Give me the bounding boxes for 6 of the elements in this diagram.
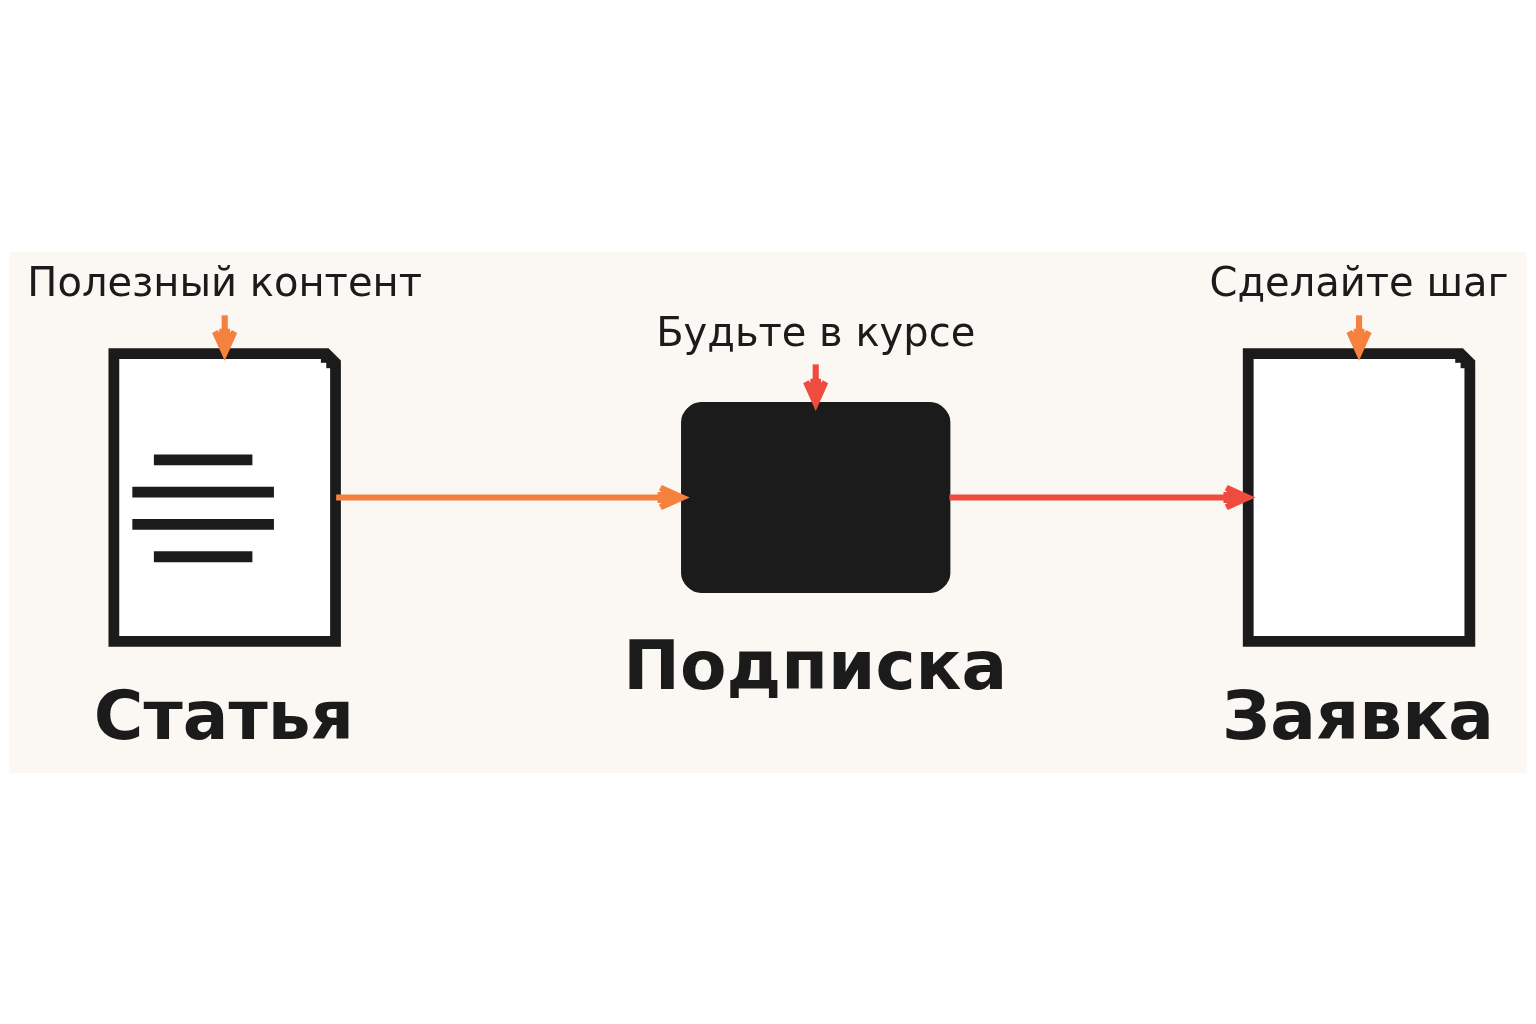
node-label: Заявка xyxy=(1222,675,1494,755)
node-label: Подписка xyxy=(623,625,1008,705)
node-text: Будьте в курсе xyxy=(656,308,976,355)
node-label: Статья xyxy=(93,675,355,755)
node-text: Сделайте шаг xyxy=(1209,258,1509,305)
node-text: Полезный контент xyxy=(27,258,422,305)
